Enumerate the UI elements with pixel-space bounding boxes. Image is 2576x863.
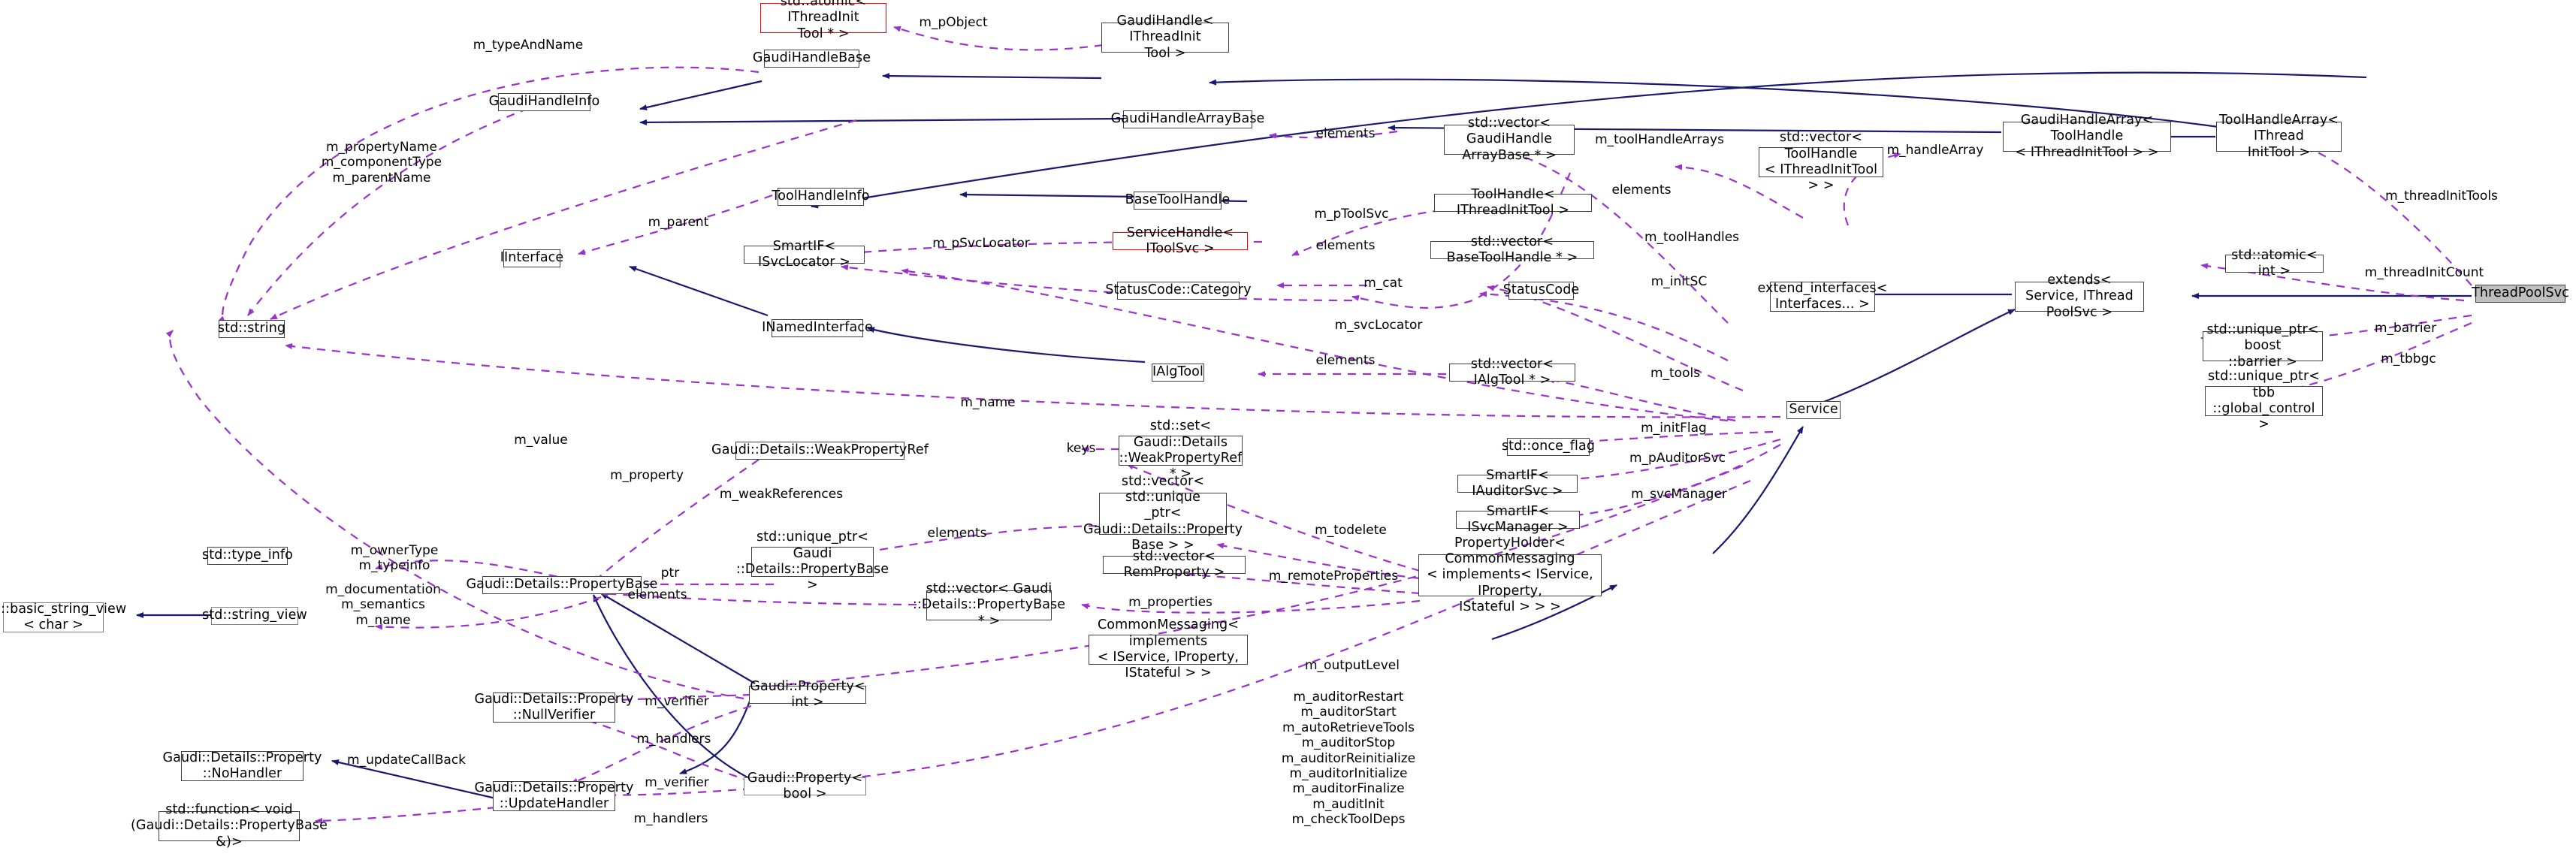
edge-label-m-parent: m_parent <box>648 215 709 230</box>
node-vector-gaudihandlearraybase[interactable]: std::vector< GaudiHandle ArrayBase * > <box>1444 116 1575 163</box>
node-servicehandle-itoolsvc[interactable]: ServiceHandle< IToolSvc > <box>1113 225 1248 256</box>
node-weakpropertyref[interactable]: Gaudi::Details::WeakPropertyRef <box>711 442 929 460</box>
edge-label-m-outputlevel: m_outputLevel <box>1304 658 1400 673</box>
edge-label-elements-3: elements <box>1315 238 1376 253</box>
edge-label-m-initflag: m_initFlag <box>1641 421 1707 436</box>
edge-label-elements-5: elements <box>927 526 987 541</box>
edge-label-m-handlearray: m_handleArray <box>1886 143 1984 158</box>
edge-label-keys: keys <box>1066 441 1096 456</box>
edge-label-m-initsc: m_initSC <box>1650 274 1708 289</box>
edge-label-elements-2: elements <box>1611 183 1672 198</box>
node-gaudihandleinfo[interactable]: GaudiHandleInfo <box>489 93 599 111</box>
edge-label-m-tools: m_tools <box>1650 366 1701 381</box>
node-service[interactable]: Service <box>1786 401 1841 419</box>
edge-label-m-remoteproperties: m_remoteProperties <box>1268 569 1399 584</box>
node-gaudihandlearray-toolhandle[interactable]: GaudiHandleArray< ToolHandle < IThreadIn… <box>2003 113 2171 160</box>
node-unique-ptr-boost-barrier[interactable]: std::unique_ptr< boost ::barrier > <box>2203 322 2323 370</box>
edge-label-m-threadinitcount: m_threadInitCount <box>2364 265 2484 280</box>
node-vector-toolhandle-ithreadinittool[interactable]: std::vector< ToolHandle < IThreadInitToo… <box>1759 130 1883 193</box>
node-toolhandlearray-ithreadinittool[interactable]: ToolHandleArray< IThread InitTool > <box>2216 113 2342 160</box>
edge-label-m-weakreferences: m_weakReferences <box>719 487 844 502</box>
node-toolhandle-ithreadinittool[interactable]: ToolHandle< IThreadInitTool > <box>1434 187 1592 218</box>
node-smartif-isvclocator[interactable]: SmartIF< ISvcLocator > <box>744 239 865 270</box>
node-std-type-info[interactable]: std::type_info <box>202 547 293 565</box>
edge-label-m-typeandname: m_typeAndName <box>473 38 584 53</box>
edge-label-elements-6: elements <box>627 587 687 602</box>
node-threadpoolsvc[interactable]: ThreadPoolSvc <box>2472 285 2569 303</box>
node-property-bool[interactable]: Gaudi::Property< bool > <box>744 771 866 801</box>
edge-label-m-property: m_property <box>610 468 684 483</box>
node-iinterface[interactable]: IInterface <box>500 249 563 267</box>
node-nohandler[interactable]: Gaudi::Details::Property ::NoHandler <box>162 750 322 781</box>
edge-label-m-toolhandlearrays: m_toolHandleArrays <box>1595 132 1724 147</box>
node-vector-remproperty[interactable]: std::vector< RemProperty > <box>1103 549 1246 580</box>
edge-label-m-todelete: m_todelete <box>1315 523 1387 538</box>
node-extend-interfaces[interactable]: extend_interfaces< Interfaces... > <box>1757 280 1888 312</box>
node-smartif-iauditorsvc[interactable]: SmartIF< IAuditorSvc > <box>1457 468 1578 499</box>
node-statuscode-category[interactable]: StatusCode::Category <box>1105 282 1252 300</box>
node-gaudihandle-ithreadinittool[interactable]: GaudiHandle< IThreadInit Tool > <box>1101 14 1229 61</box>
edge-label-m-tbbgc: m_tbbgc <box>2381 352 2436 367</box>
edge-label-m-handlers-1: m_handlers <box>636 732 711 747</box>
edge-label-m-cat: m_cat <box>1363 276 1403 291</box>
edge-label-m-handlers-2: m_handlers <box>633 811 708 826</box>
edge-label-m-value: m_value <box>514 433 568 448</box>
node-gaudihandlearraybase[interactable]: GaudiHandleArrayBase <box>1111 110 1264 128</box>
node-ialgtool[interactable]: IAlgTool <box>1152 364 1204 382</box>
edge-label-m-properties: m_properties <box>1128 595 1213 610</box>
edge-label-m-svcmanager: m_svcManager <box>1631 487 1727 502</box>
edge-label-auditor-group: m_auditorRestart m_auditorStart m_autoRe… <box>1281 689 1416 828</box>
node-std-string[interactable]: std::string <box>218 320 285 338</box>
node-nullverifier[interactable]: Gaudi::Details::Property ::NullVerifier <box>474 691 634 723</box>
node-property-int[interactable]: Gaudi::Property< int > <box>749 678 866 710</box>
node-propertybase[interactable]: Gaudi::Details::PropertyBase <box>466 576 657 594</box>
edge-label-m-pauditorsvc: m_pAuditorSvc <box>1629 451 1726 466</box>
node-commonmessaging[interactable]: CommonMessaging< implements < IService, … <box>1089 617 1248 680</box>
node-string-view[interactable]: std::string_view <box>202 607 307 625</box>
node-basetoolhandle[interactable]: BaseToolHandle <box>1125 192 1230 210</box>
edge-label-property-name-group: m_propertyName m_componentType m_parentN… <box>321 140 442 186</box>
edge-label-m-ptoolsvc: m_pToolSvc <box>1314 207 1389 222</box>
edge-label-m-psvclocator: m_pSvcLocator <box>932 236 1030 251</box>
node-std-atomic-int[interactable]: std::atomic< int > <box>2225 248 2324 279</box>
node-std-once-flag[interactable]: std::once_flag <box>1502 438 1595 456</box>
edge-label-m-threadinittools: m_threadInitTools <box>2385 189 2498 204</box>
edge-label-m-barrier: m_barrier <box>2374 321 2437 336</box>
node-std-atomic-ithreadinittool[interactable]: std::atomic< IThreadInit Tool * > <box>760 0 886 41</box>
node-set-weakpropertyref[interactable]: std::set< Gaudi::Details ::WeakPropertyR… <box>1119 418 1243 482</box>
node-updatehandler[interactable]: Gaudi::Details::Property ::UpdateHandler <box>474 780 634 811</box>
node-unique-ptr-tbb-global-control[interactable]: std::unique_ptr< tbb ::global_control > <box>2205 369 2323 432</box>
edge-label-m-pobject: m_pObject <box>919 15 988 30</box>
node-propertyholder[interactable]: PropertyHolder< CommonMessaging < implem… <box>1418 536 1602 614</box>
edge-label-m-svclocator: m_svcLocator <box>1334 318 1423 333</box>
node-basic-string-view[interactable]: std::basic_string_view < char > <box>0 601 127 632</box>
edge-label-elements-1: elements <box>1315 126 1376 141</box>
edge-label-elements-4: elements <box>1315 353 1376 368</box>
node-unique-ptr-propertybase[interactable]: std::unique_ptr< Gaudi ::Details::Proper… <box>735 530 889 593</box>
node-inamedinterface[interactable]: INamedInterface <box>762 319 873 337</box>
node-vector-propertybase-ptr[interactable]: std::vector< Gaudi ::Details::PropertyBa… <box>912 581 1066 629</box>
edge-label-m-name: m_name <box>960 395 1016 410</box>
edge-label-owner-type-group: m_ownerType m_typeinfo <box>350 543 439 574</box>
node-statuscode[interactable]: StatusCode <box>1503 282 1579 300</box>
node-vector-ialgtool[interactable]: std::vector< IAlgTool * > <box>1449 357 1575 388</box>
edge-label-documentation-group: m_documentation m_semantics m_name <box>325 582 441 628</box>
edge-label-m-verifier-1: m_verifier <box>645 694 709 709</box>
node-gaudihandlebase[interactable]: GaudiHandleBase <box>753 50 871 68</box>
node-function-void-propertybase[interactable]: std::function< void (Gaudi::Details::Pro… <box>131 801 328 849</box>
edge-label-m-toolhandles: m_toolHandles <box>1644 230 1740 245</box>
node-vector-basetoolhandle[interactable]: std::vector< BaseToolHandle * > <box>1430 234 1594 265</box>
edge-label-m-updatecallback: m_updateCallBack <box>347 753 466 768</box>
node-extends-service-ithreadpoolsvc[interactable]: extends< Service, IThread PoolSvc > <box>2015 273 2144 320</box>
edge-label-m-verifier-2: m_verifier <box>645 775 709 790</box>
node-vector-unique-ptr-propertybase[interactable]: std::vector< std::unique _ptr< Gaudi::De… <box>1083 473 1243 554</box>
edge-label-ptr: ptr <box>660 566 680 581</box>
node-toolhandleinfo[interactable]: ToolHandleInfo <box>772 188 870 206</box>
node-smartif-isvcmanager[interactable]: SmartIF< ISvcManager > <box>1456 504 1580 535</box>
